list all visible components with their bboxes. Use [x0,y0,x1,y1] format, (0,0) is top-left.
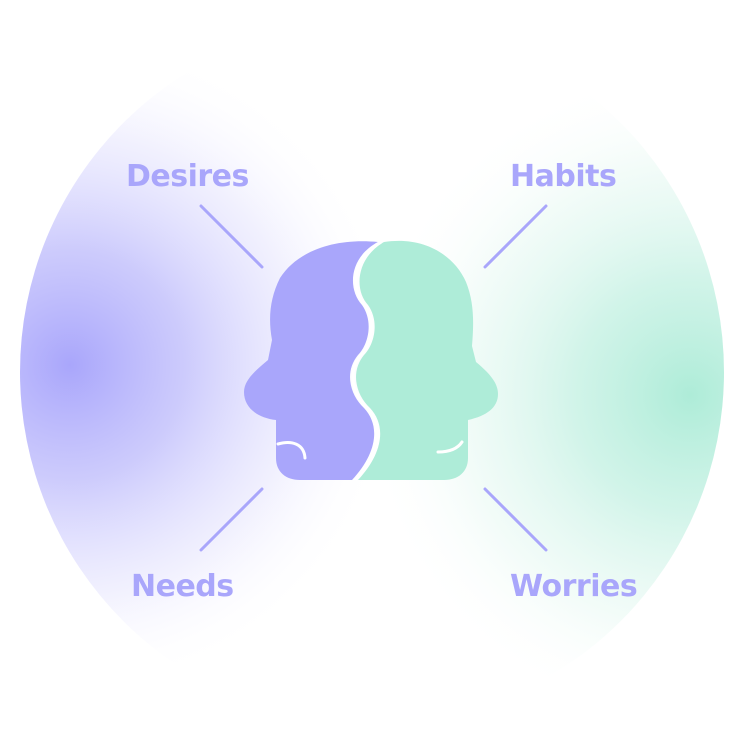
right-head-icon [356,240,498,480]
label-worries: Worries [510,569,638,604]
connector-line-worries [483,487,548,552]
label-habits: Habits [510,159,617,194]
head-divider [351,240,382,482]
label-desires: Desires [126,159,249,194]
label-needs: Needs [131,569,234,604]
left-head-icon [244,241,378,480]
right-mouth-icon [436,440,464,454]
left-mouth-icon [276,441,307,460]
connector-line-habits [483,204,548,269]
connector-line-needs [199,487,264,552]
connector-line-desires [199,204,264,269]
